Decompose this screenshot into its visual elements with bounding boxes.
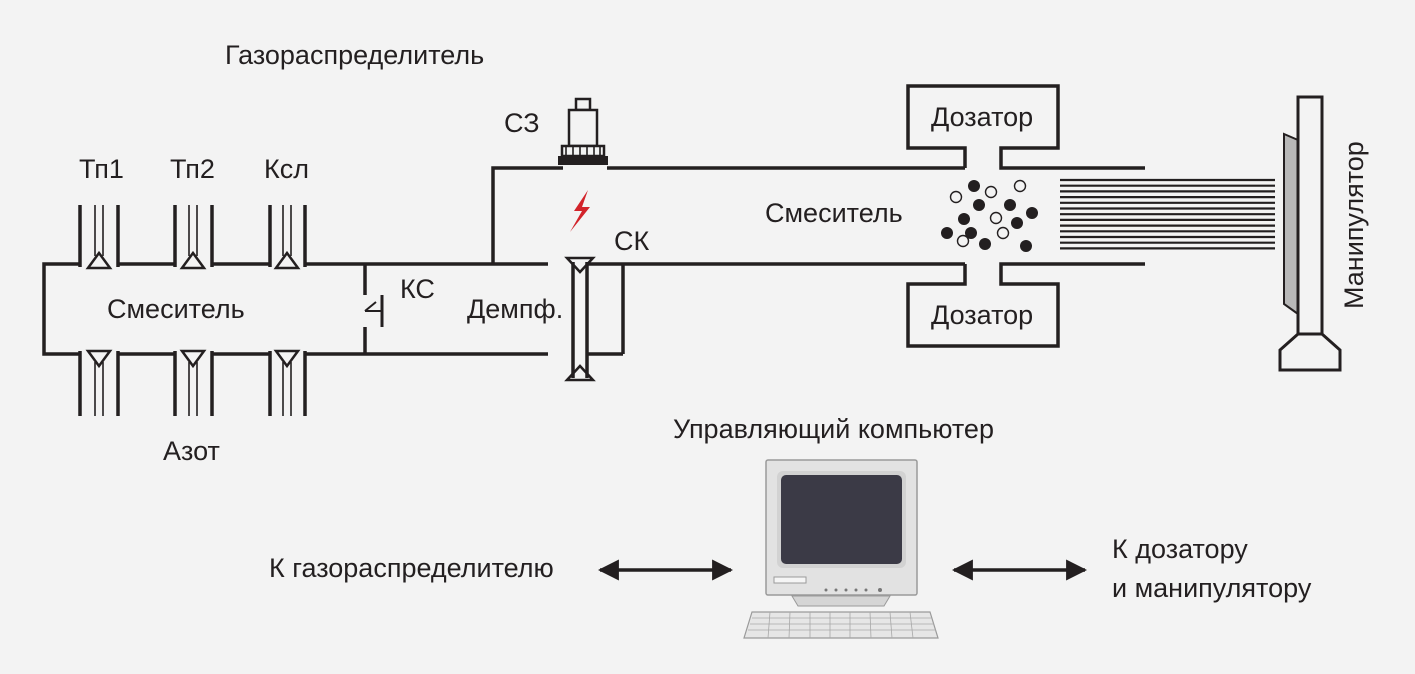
nitrogen-inlet-1 (78, 349, 120, 416)
computer-label: Управляющий компьютер (673, 414, 994, 444)
label-sz: СЗ (504, 108, 540, 138)
label-ks: КС (400, 274, 435, 304)
inlet-valve-tp1 (78, 205, 120, 270)
top-doser (906, 84, 1145, 170)
ks-valve-icon (364, 295, 384, 327)
to-doser-label-line2: и манипулятору (1112, 573, 1312, 603)
label-sk: СК (614, 226, 649, 256)
inlet-valve-ksl (268, 205, 307, 270)
doser-bottom-label: Дозатор (931, 300, 1033, 330)
manipulator-label: Манипулятор (1339, 141, 1369, 309)
mixer-left-label: Смеситель (107, 294, 245, 324)
nitrogen-inlet-2 (173, 349, 214, 416)
sk-valve-icon (564, 256, 625, 382)
sz-spark-plug-icon (558, 97, 608, 165)
label-nitrogen: Азот (163, 436, 220, 466)
computer-icon (743, 459, 939, 639)
inlet-valve-tp2 (173, 205, 214, 270)
manipulator-icon (1278, 95, 1342, 372)
main-mixing-tube (491, 166, 965, 266)
nitrogen-inlet-3 (268, 349, 307, 416)
mixer-right-label: Смеситель (765, 198, 903, 228)
spray-jet-lines (1060, 178, 1275, 250)
to-doser-label-line1: К дозатору (1112, 534, 1248, 564)
spark-icon (570, 190, 590, 232)
bottom-doser (906, 262, 1145, 348)
to-gas-distributor-label: К газораспределителю (269, 553, 554, 583)
left-mixer-chamber (42, 262, 548, 356)
label-tp2: Тп2 (170, 154, 215, 184)
doser-top-label: Дозатор (931, 102, 1033, 132)
particles (941, 179, 1038, 252)
label-ksl: Ксл (264, 154, 309, 184)
gas-distributor-title: Газораспределитель (225, 40, 484, 70)
label-tp1: Тп1 (79, 154, 124, 184)
damper-label: Демпф. (467, 294, 563, 324)
